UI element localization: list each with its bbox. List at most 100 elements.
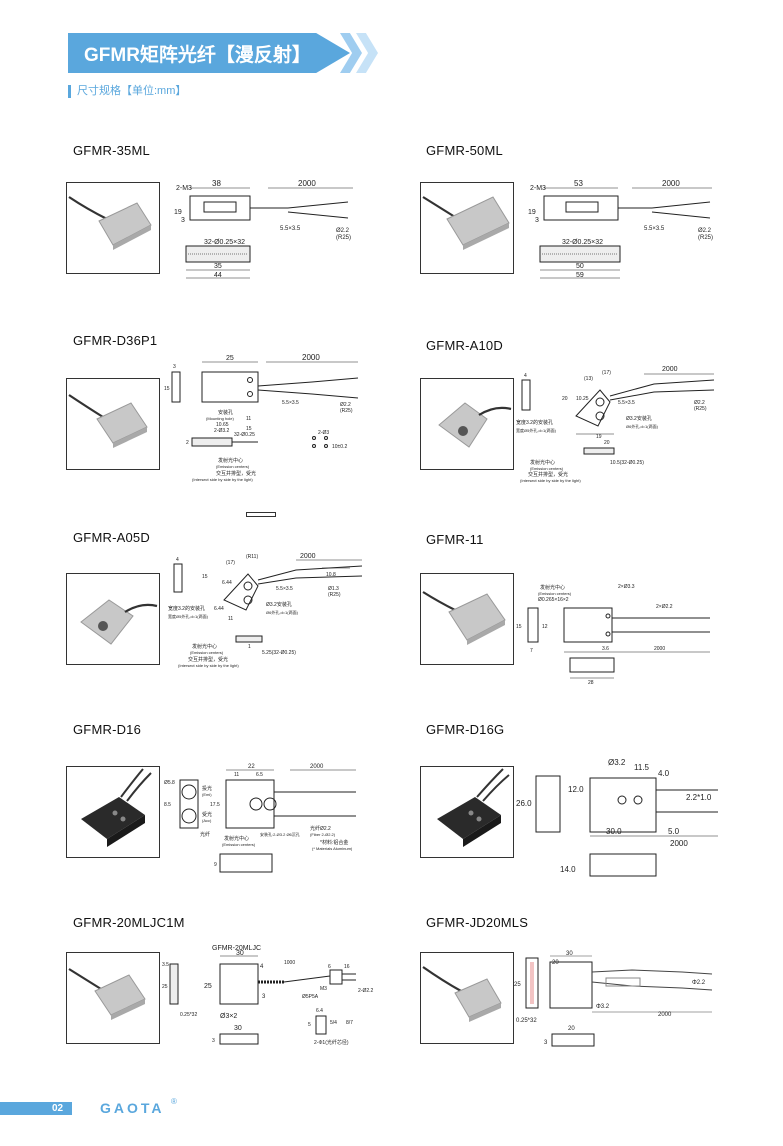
dim-label: (R25) [340, 408, 353, 414]
dim-label: 3.6 [602, 646, 609, 652]
dim-label: 6.44 [214, 606, 224, 612]
dim-label: (17) [602, 370, 611, 376]
model-label: GFMR-D16G [426, 722, 505, 737]
drawing-svg: 30 20 2000 25 Φ2.2 Φ3.2 0.25*32 20 3 [514, 951, 713, 1047]
dim-label: 投光 [202, 785, 212, 792]
dim-label: 2000 [310, 764, 324, 770]
dim-label: 2 [186, 440, 189, 446]
dim-label: 2000 [662, 179, 680, 188]
dim-label: (Emission centers) [530, 466, 564, 471]
dim-label: 2000 [302, 353, 320, 362]
dim-label: (Emission centers) [216, 464, 250, 469]
dim-label: 光纤Ø2.2 [310, 825, 331, 832]
drawing-svg: 2000 10.8 Ø1.3 (R25) 4 15 6.44 5.5×3.5 (… [168, 553, 363, 668]
dim-label: 宽度Ø5外孔,d=1(两面) [168, 613, 209, 619]
dim-label: 受光 [202, 811, 212, 818]
dim-label: 1 [248, 644, 251, 650]
dim-label: 4 [524, 373, 527, 379]
sensor-photo [437, 768, 510, 847]
dim-label: (Acc) [202, 818, 212, 823]
dim-label: 11 [228, 616, 233, 622]
dim-label: 宽度3.2的安装孔 [168, 605, 205, 612]
dim-label: 5.5×3.5 [644, 226, 665, 232]
dim-label: Ø3.2安装孔 [626, 415, 652, 422]
stray-mark [246, 512, 276, 517]
dim-label: 2-Ø3 [318, 430, 329, 436]
dim-label: 3 [181, 217, 185, 224]
dim-label: 1000 [284, 960, 295, 966]
sensor-photo [80, 599, 158, 645]
dim-label: 3 [173, 364, 176, 370]
dim-label: Ø3.2安装孔 [266, 601, 292, 608]
dim-label: 宽度3.2的安装孔 [516, 419, 553, 426]
dim-label: 44 [214, 272, 222, 279]
dim-label: 发射光中心 [224, 835, 249, 842]
dim-label: 发射光中心 [540, 584, 565, 591]
model-label: GFMR-A10D [426, 338, 503, 353]
dimension-drawing: 30 20 2000 25 Φ2.2 Φ3.2 0.25*32 20 3 [512, 948, 726, 1058]
dim-label: 20 [562, 396, 568, 402]
dim-label: Ø0.265×16×2 [538, 597, 569, 603]
dim-label: 5.25(32-Ø0.25) [262, 650, 296, 656]
dim-label: 5.5×3.5 [280, 226, 301, 232]
dim-label: 11 [234, 772, 239, 778]
product-photo [66, 952, 160, 1044]
dim-label: 2-Ø3.2 [214, 428, 230, 434]
dim-label: 50 [576, 263, 584, 270]
dim-label: 2000 [658, 1012, 672, 1018]
dim-label: (Emission centers) [222, 842, 256, 847]
page-title: GFMR矩阵光纤【漫反射】 [84, 44, 311, 66]
product-photo [66, 182, 160, 274]
dim-label: 59 [576, 272, 584, 279]
dim-label: (R11) [246, 554, 258, 560]
dim-label: Ø6外孔,d=1(两面) [626, 423, 659, 429]
dim-label: 10.5(32-Ø0.25) [610, 460, 644, 466]
dim-label: 3 [544, 1040, 548, 1046]
dim-label: (R25) [328, 592, 341, 598]
dim-label: 14.0 [560, 865, 576, 874]
dim-label: (Mounting hole) [206, 416, 234, 421]
model-label: GFMR-35ML [73, 143, 150, 158]
dim-label: 2.2*1.0 [686, 793, 712, 802]
dim-label: 2-M3 [176, 185, 192, 192]
dim-label: 2000 [300, 553, 316, 560]
dim-label: 20 [552, 960, 559, 966]
dim-label: 2-M3 [530, 185, 546, 192]
dim-label: (17) [226, 560, 235, 566]
section-subtitle: 尺寸规格【单位:mm】 [68, 85, 186, 98]
dim-label: *材料:铝合金 [320, 839, 348, 846]
dim-label: M3 [320, 986, 327, 992]
page-number: 02 [52, 1103, 64, 1114]
dim-label: 32-Ø0.25×32 [562, 239, 603, 246]
dimension-drawing: 发射光中心 (Emission centers) Ø0.265×16×2 2×Ø… [514, 578, 726, 688]
product-photo [66, 766, 160, 858]
dim-label: 25 [226, 355, 234, 362]
dim-label: (R25) [698, 235, 713, 241]
product-photo [420, 378, 514, 470]
dim-label: 2000 [298, 179, 316, 188]
dim-label: (Emi) [202, 792, 212, 797]
dimension-drawing: 2000 22 6.5 11 Ø5.8 投光 (Emi) 受光 (Acc) 8.… [160, 760, 374, 886]
dim-label: Ø1.3 [328, 586, 339, 592]
dim-label: 交互并排型，受光 [216, 470, 256, 477]
sensor-photo [422, 196, 510, 250]
dim-label: 6.5 [256, 772, 263, 778]
model-label: GFMR-11 [426, 532, 484, 547]
footer-bar [0, 1102, 72, 1115]
dim-label: 2-Φ1(光纤芯径) [314, 1039, 349, 1046]
title-banner: GFMR矩阵光纤【漫反射】 [68, 33, 350, 73]
dim-label: 15 [516, 624, 522, 630]
dim-label: (Intersect side by side by the light) [178, 663, 239, 668]
product-photo [66, 573, 160, 665]
product-photo [66, 378, 160, 470]
dim-label: 32-Ø0.25 [234, 432, 255, 438]
dim-label: 5.5×3.5 [618, 400, 635, 406]
dim-label: 11 [246, 416, 251, 422]
dimension-drawing: Ø3.2 11.5 4.0 12.0 2.2*1.0 26.0 30.0 5.0… [514, 754, 726, 882]
dim-label: 19 [596, 434, 602, 440]
dim-label: 交互并排型，受光 [528, 471, 568, 478]
dim-label: Φ2.2 [692, 980, 706, 986]
dim-label: 30 [236, 950, 244, 957]
dim-label: 5.5×3.5 [276, 586, 293, 592]
model-label: GFMR-50ML [426, 143, 503, 158]
